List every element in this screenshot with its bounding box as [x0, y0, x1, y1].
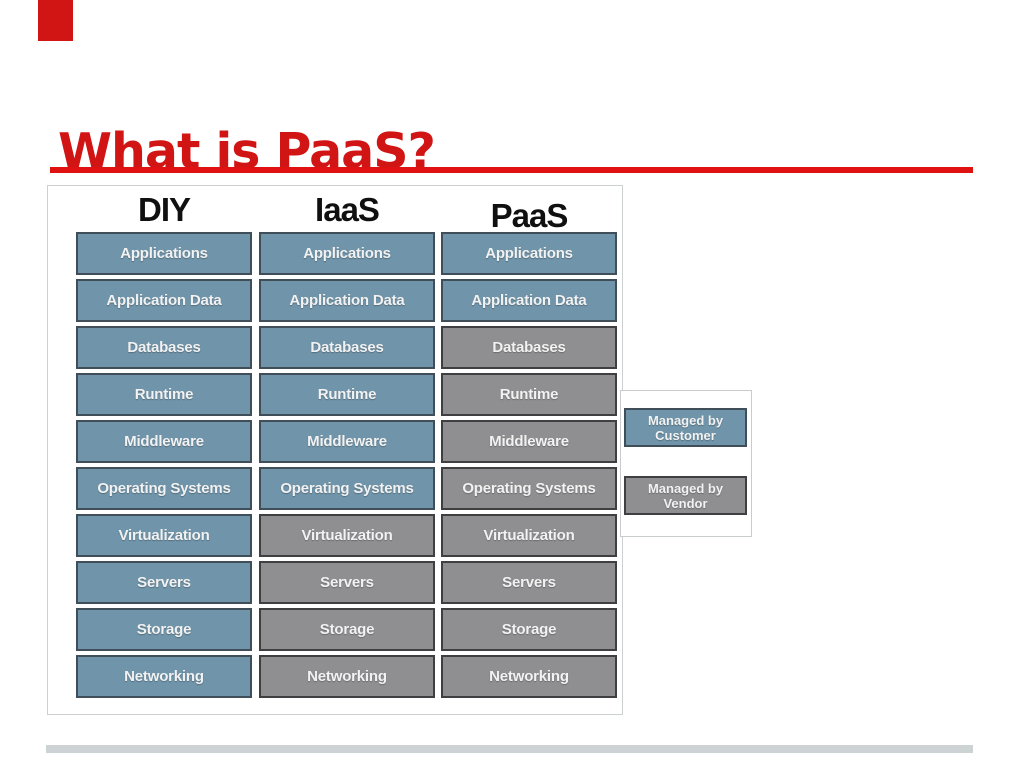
legend-item-managed-by-vendor: Managed by Vendor: [624, 476, 747, 515]
layer-box-virtualization: Virtualization: [259, 514, 435, 557]
layer-box-applications: Applications: [441, 232, 617, 275]
layer-box-servers: Servers: [76, 561, 252, 604]
layer-box-middleware: Middleware: [259, 420, 435, 463]
layer-box-application-data: Application Data: [259, 279, 435, 322]
layer-box-applications: Applications: [259, 232, 435, 275]
column-header-iaas: IaaS: [315, 191, 380, 228]
layer-box-networking: Networking: [259, 655, 435, 698]
layer-box-storage: Storage: [259, 608, 435, 651]
layer-box-storage: Storage: [441, 608, 617, 651]
layer-box-application-data: Application Data: [76, 279, 252, 322]
title-underline: [50, 167, 973, 173]
layer-box-middleware: Middleware: [76, 420, 252, 463]
layer-box-networking: Networking: [76, 655, 252, 698]
layer-box-applications: Applications: [76, 232, 252, 275]
layer-box-networking: Networking: [441, 655, 617, 698]
legend-item-managed-by-customer: Managed by Customer: [624, 408, 747, 447]
layer-box-operating-systems: Operating Systems: [259, 467, 435, 510]
footer-bar: [46, 745, 973, 753]
layer-box-runtime: Runtime: [76, 373, 252, 416]
layer-box-runtime: Runtime: [441, 373, 617, 416]
layer-box-operating-systems: Operating Systems: [441, 467, 617, 510]
layer-box-virtualization: Virtualization: [441, 514, 617, 557]
slide-corner-accent: [38, 0, 73, 41]
layer-box-servers: Servers: [259, 561, 435, 604]
layer-box-operating-systems: Operating Systems: [76, 467, 252, 510]
layer-box-databases: Databases: [259, 326, 435, 369]
layer-box-databases: Databases: [76, 326, 252, 369]
layer-box-runtime: Runtime: [259, 373, 435, 416]
layer-box-databases: Databases: [441, 326, 617, 369]
layer-box-application-data: Application Data: [441, 279, 617, 322]
legend-panel: Managed by Customer Managed by Vendor: [620, 390, 752, 537]
layer-box-storage: Storage: [76, 608, 252, 651]
layer-box-middleware: Middleware: [441, 420, 617, 463]
layer-box-servers: Servers: [441, 561, 617, 604]
column-header-diy: DIY: [137, 191, 191, 228]
layer-box-virtualization: Virtualization: [76, 514, 252, 557]
column-header-paas: PaaS: [490, 197, 569, 234]
